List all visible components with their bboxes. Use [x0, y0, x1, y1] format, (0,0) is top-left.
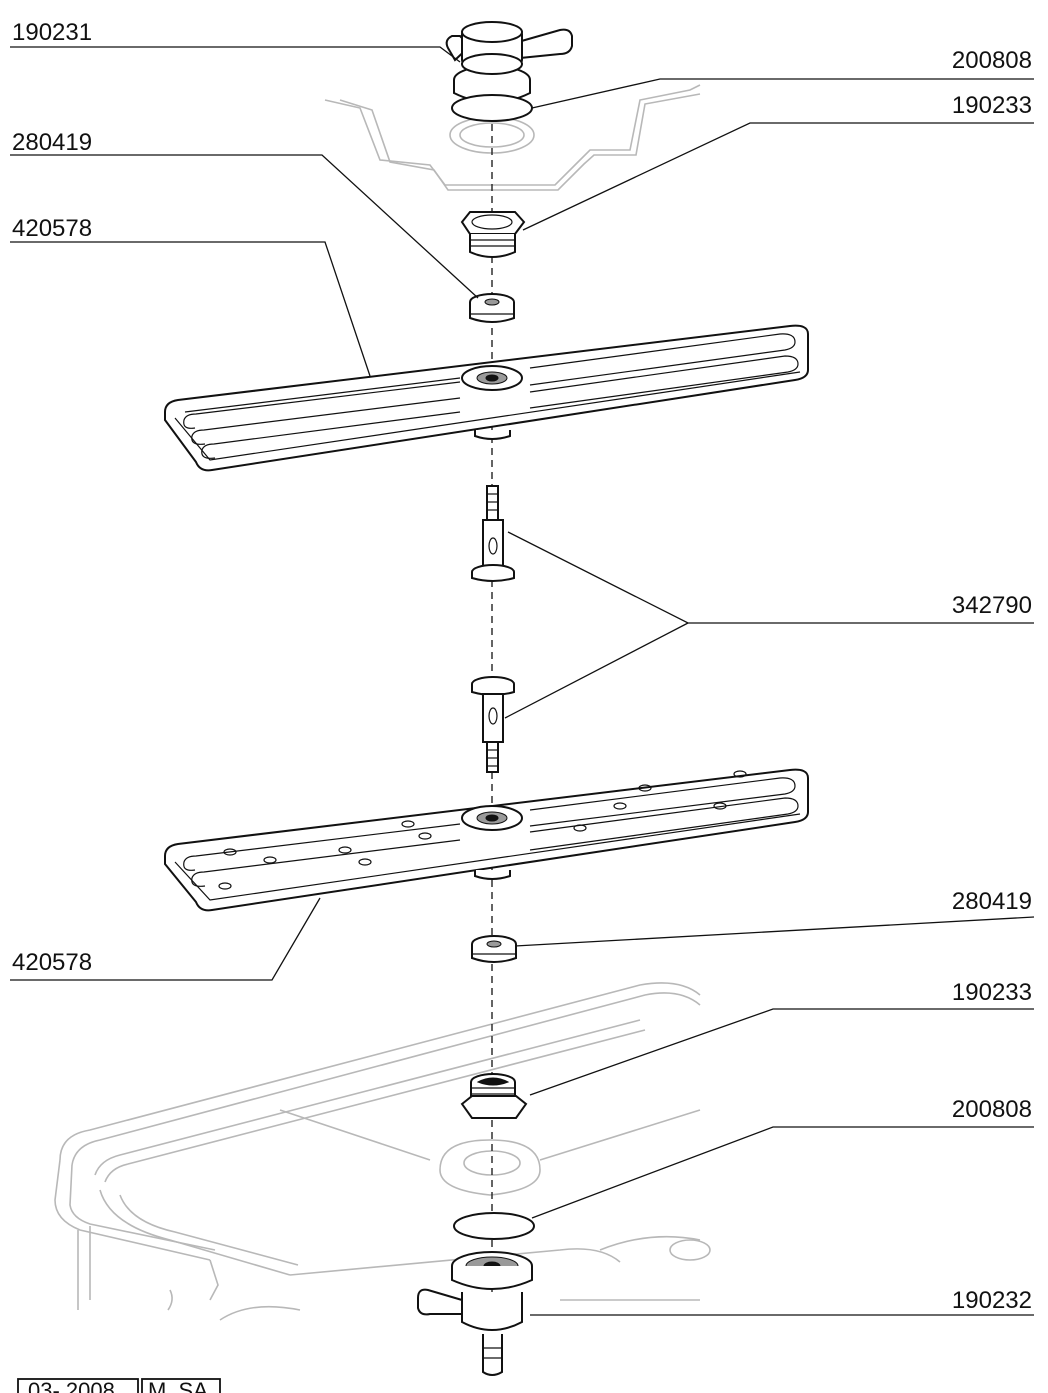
- ghost-lower-tray: [54, 982, 711, 1321]
- valve-190231: [445, 21, 573, 104]
- date-stamp: 03- 2008 M. SA.: [17, 1378, 221, 1393]
- knurled-nut-280419-top: [469, 293, 515, 323]
- part-label-190233-bottom: 190233: [952, 979, 1032, 1006]
- part-label-200808-top: 200808: [952, 47, 1032, 74]
- o-ring-200808-top: [451, 94, 533, 122]
- stamp-code: M. SA.: [148, 1378, 214, 1393]
- part-label-190232: 190232: [952, 1287, 1032, 1314]
- part-label-190233-top: 190233: [952, 92, 1032, 119]
- bolt-342790-lower: [471, 676, 515, 773]
- spray-arm-420578-top: [164, 324, 809, 472]
- part-label-280419-bottom: 280419: [952, 888, 1032, 915]
- leader-lines: [10, 46, 1035, 1316]
- knurled-nut-280419-bottom: [471, 935, 517, 963]
- hex-nut-190233-bottom: [460, 1073, 528, 1119]
- bolt-342790-upper: [471, 485, 515, 582]
- part-label-190231-top: 190231: [12, 19, 92, 46]
- valve-190232: [417, 1251, 533, 1376]
- part-label-342790: 342790: [952, 592, 1032, 619]
- part-label-200808-bottom: 200808: [952, 1096, 1032, 1123]
- part-label-280419-top: 280419: [12, 129, 92, 156]
- spray-arm-420578-bottom: [164, 768, 809, 912]
- o-ring-200808-bottom: [453, 1212, 535, 1240]
- part-label-420578-top: 420578: [12, 215, 92, 242]
- hex-nut-190233-top: [460, 211, 526, 258]
- stamp-date: 03- 2008: [28, 1378, 115, 1393]
- part-label-420578-bottom: 420578: [12, 949, 92, 976]
